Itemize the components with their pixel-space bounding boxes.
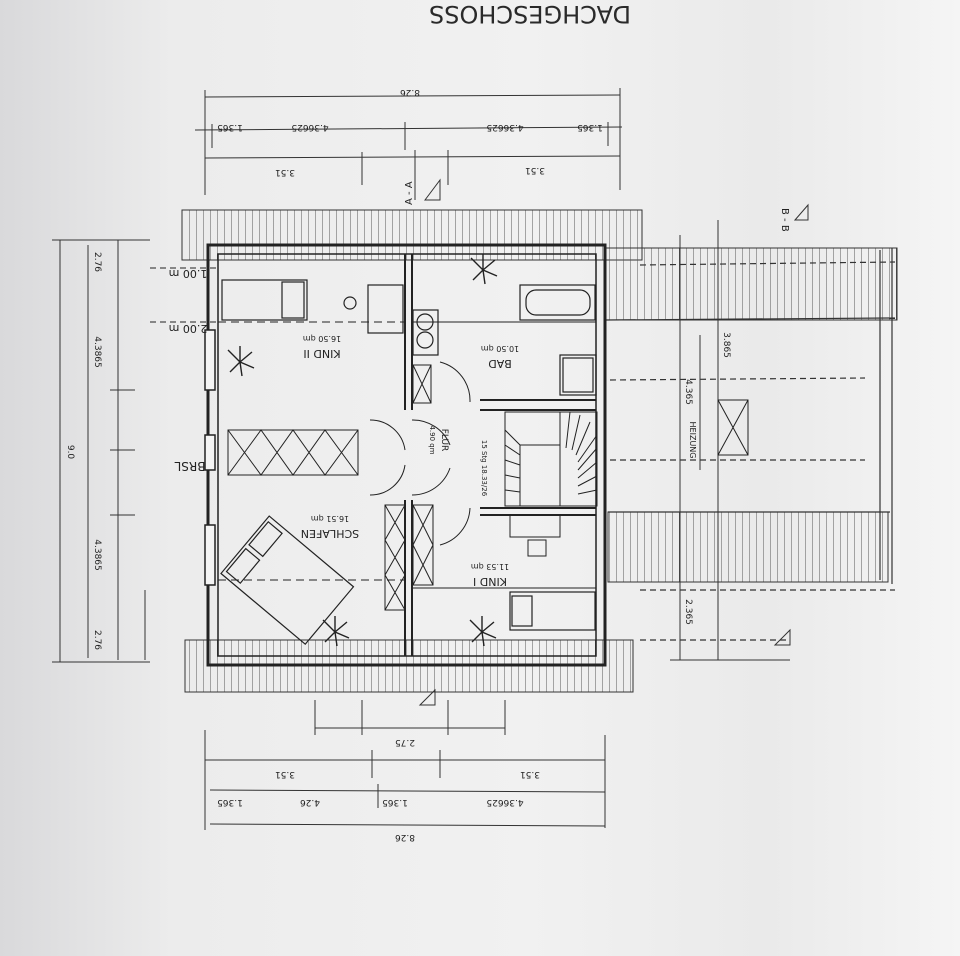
- dim-top-d: 4.36625: [486, 122, 523, 132]
- room-flur-area: 4.90 qm: [428, 425, 436, 454]
- dim-right-b: 4.365: [683, 379, 693, 405]
- top-dim-texts: 8.26 1.365 4.36625 1.365 4.36625 3.51 3.…: [217, 87, 603, 177]
- right-dim-texts: 3.865 4.365 2.365: [683, 332, 731, 625]
- left-dimensions: [52, 239, 150, 663]
- room-kind1-name: KIND I: [473, 575, 507, 588]
- section-aa-arrow-bottom: [418, 688, 436, 706]
- dim-bot-c: 1.365: [382, 797, 408, 807]
- room-kind2-area: 16.50 qm: [303, 334, 342, 343]
- room-schlafen-area: 16.51 qm: [311, 514, 350, 523]
- dim-left-c: 4.3865: [92, 539, 102, 571]
- windows: [204, 329, 216, 586]
- dim-bot-a: 1.365: [217, 797, 243, 807]
- dim-bot-b: 4.26: [300, 797, 320, 807]
- section-bb-arrow: [793, 203, 809, 221]
- dim-left-total: 9.0: [65, 445, 75, 460]
- interior-walls: [150, 254, 596, 656]
- doors: [369, 361, 471, 546]
- room-heizung-name: HEIZUNG: [688, 422, 697, 459]
- dim-top-c: 1.365: [577, 122, 603, 132]
- dim-left-a: 2.76: [92, 252, 102, 272]
- label-height-1: 1.00 m: [169, 267, 208, 280]
- label-stair: 15 Stg 18.33/26: [480, 440, 488, 497]
- dim-right-a: 3.865: [721, 332, 731, 358]
- dim-left-d: 2.76: [92, 630, 102, 650]
- dim-left-b: 4.3865: [92, 336, 102, 368]
- beds: [220, 279, 596, 646]
- wardrobes: [227, 364, 749, 611]
- sheet-title: DACHGESCHOSS: [429, 0, 631, 28]
- bath-fixtures: [343, 284, 597, 396]
- section-aa-label: A - A: [404, 181, 415, 205]
- dim-bot-d: 4.36625: [486, 797, 523, 807]
- dim-top-f: 3.51: [525, 165, 545, 175]
- dim-bot-f: 3.51: [520, 769, 540, 779]
- dim-top-e: 3.51: [275, 167, 295, 177]
- dim-top-total: 8.26: [400, 87, 420, 97]
- top-dimensions: [194, 88, 623, 200]
- dormer-outline: [604, 248, 896, 641]
- room-kind2-name: KIND II: [303, 347, 340, 360]
- room-bad-area: 10.50 qm: [481, 344, 520, 353]
- room-labels: KIND II 16.50 qm SCHLAFEN 16.51 qm BAD 1…: [169, 267, 697, 588]
- dim-bot-total: 8.26: [395, 832, 415, 842]
- dim-bot-g: 2.75: [395, 737, 415, 747]
- outer-walls: [206, 243, 607, 667]
- room-schlafen-name: SCHLAFEN: [301, 527, 359, 540]
- label-brsl: BRSL: [174, 459, 205, 473]
- dim-right-c: 2.365: [683, 599, 693, 625]
- label-height-2: 2.00 m: [169, 322, 208, 335]
- bottom-dimensions: [204, 700, 606, 830]
- dim-top-a: 1.365: [217, 122, 243, 132]
- dim-top-b: 4.36625: [291, 122, 328, 132]
- plants: [227, 254, 498, 647]
- desk: [509, 514, 561, 557]
- section-bb-arrow-bottom: [773, 628, 791, 646]
- stair: [504, 411, 598, 507]
- room-flur-name: FLUR: [439, 429, 449, 452]
- bottom-dim-texts: 2.75 3.51 3.51 1.365 4.26 1.365 4.36625 …: [217, 737, 540, 842]
- section-aa-arrow: [424, 178, 441, 201]
- room-kind1-area: 11.53 qm: [471, 562, 510, 571]
- room-bad-name: BAD: [488, 357, 512, 370]
- dim-bot-e: 3.51: [275, 769, 295, 779]
- section-bb-label: B - B: [779, 208, 790, 232]
- left-dim-texts: 9.0 2.76 4.3865 4.3865 2.76: [65, 252, 102, 650]
